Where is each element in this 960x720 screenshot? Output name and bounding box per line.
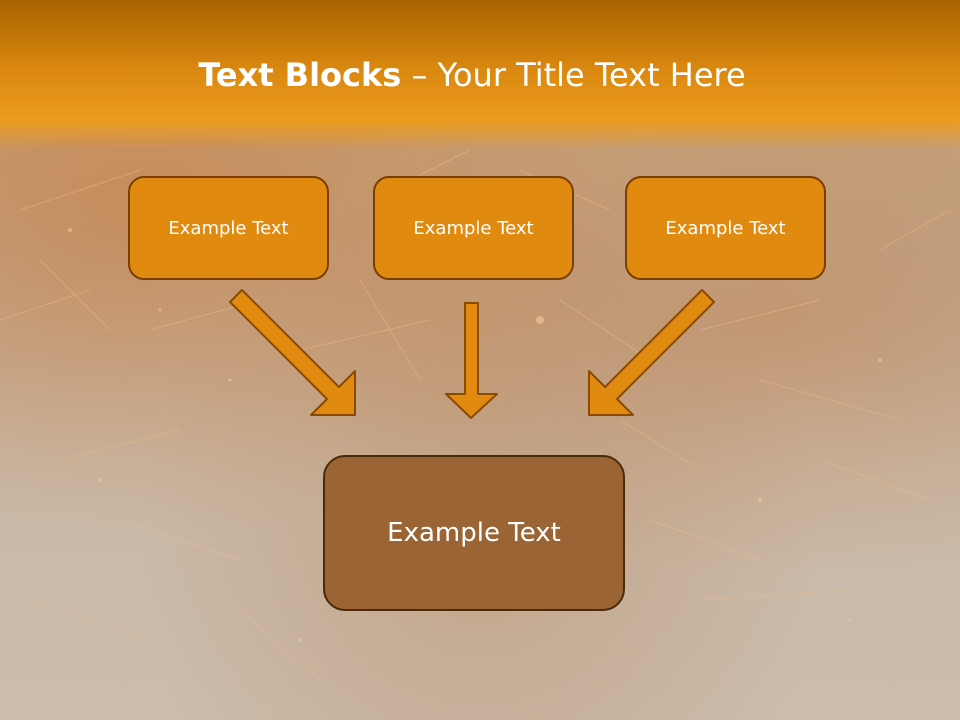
text-block-left[interactable]: Example Text [128, 176, 329, 280]
text-block-middle[interactable]: Example Text [373, 176, 574, 280]
text-block-left-label: Example Text [168, 217, 289, 239]
title-rest: – Your Title Text Here [401, 56, 746, 94]
title-bold: Text Blocks [198, 56, 402, 94]
arrow-down [445, 302, 498, 419]
arrow-left-diagonal [229, 289, 356, 416]
center-text-block[interactable]: Example Text [323, 455, 625, 611]
center-text-block-label: Example Text [387, 518, 561, 548]
text-block-middle-label: Example Text [413, 217, 534, 239]
text-block-right-label: Example Text [665, 217, 786, 239]
title-bar [0, 0, 960, 150]
text-block-right[interactable]: Example Text [625, 176, 826, 280]
slide-title: Text Blocks – Your Title Text Here [0, 52, 944, 98]
arrow-right-diagonal [588, 289, 715, 416]
